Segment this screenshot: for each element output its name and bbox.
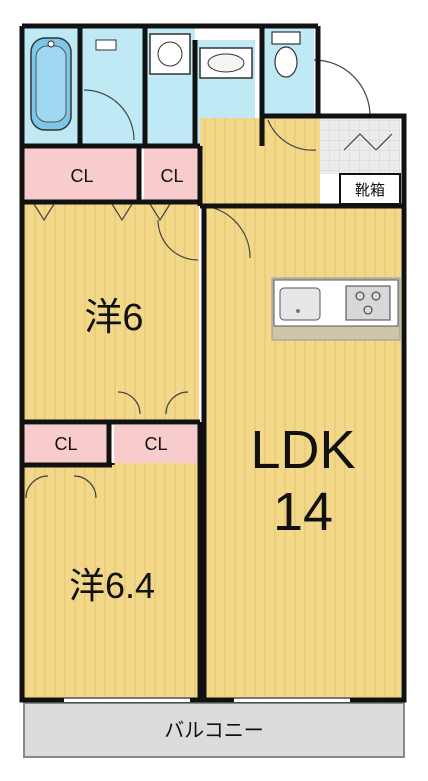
closet-label-upper-right: CL <box>160 166 183 186</box>
kitchen-sink-icon <box>279 287 321 321</box>
closet-door-upper <box>33 203 171 222</box>
closet-upper-right <box>144 148 200 200</box>
washing-machine-icon <box>149 33 191 75</box>
door-swing-bath <box>83 89 135 141</box>
western-room-lower-floor <box>24 463 199 699</box>
balcony-floor <box>23 702 405 758</box>
entrance-tile <box>320 118 400 174</box>
room-label-ldk-size: 14 <box>273 482 333 542</box>
western-room-upper-floor <box>24 200 199 420</box>
shoe-cabinet-label: 靴箱 <box>355 182 385 199</box>
toilet-icon <box>271 31 301 45</box>
closet-label-lower-right: CL <box>144 434 167 454</box>
shoe-cabinet-box <box>339 173 401 205</box>
door-swing-room-upper <box>157 219 199 261</box>
closet-door-lower <box>25 391 189 499</box>
room-label-western-upper: 洋6 <box>84 297 143 339</box>
closet-lower-left <box>24 425 109 463</box>
door-swing-hall <box>267 119 317 151</box>
faucet-icon <box>95 39 117 51</box>
closet-lower-right <box>114 425 199 463</box>
outer-walls <box>19 23 407 703</box>
closet-upper-left <box>24 148 139 200</box>
stove-icon <box>345 285 391 321</box>
closet-label-upper-left: CL <box>70 166 93 186</box>
closet-label-lower-left: CL <box>54 434 77 454</box>
door-swing-toilet <box>313 59 371 117</box>
balcony-label: バルコニー <box>164 720 264 742</box>
room-label-ldk: LDK <box>250 420 355 480</box>
room-label-western-lower: 洋6.4 <box>69 565 155 606</box>
